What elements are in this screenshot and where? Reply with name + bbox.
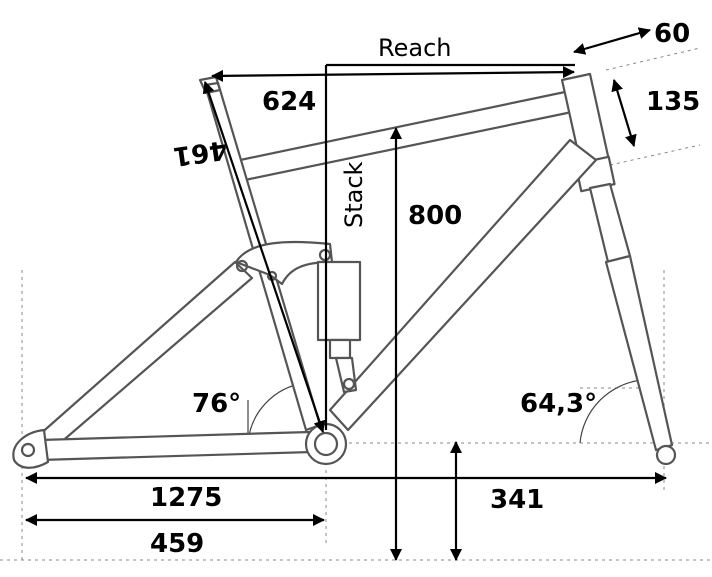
headtube-line [611, 79, 637, 147]
fork-lower [604, 254, 674, 452]
fork-upper [588, 182, 632, 264]
stem-line [573, 27, 651, 55]
seat-stay [36, 260, 254, 452]
stack-value: 800 [408, 201, 462, 231]
seat-angle: 76° [192, 389, 241, 419]
down-tube [328, 138, 598, 432]
stem-value: 60 [654, 19, 690, 49]
headtube-value: 135 [646, 87, 700, 117]
reach-title: Reach [378, 34, 451, 62]
top-value: 624 [262, 87, 316, 117]
wheelbase-value: 1275 [150, 483, 222, 513]
dimension-lines [25, 27, 667, 561]
bb-drop-value: 341 [490, 485, 544, 515]
labels: Reach 624 461 Stack 800 60 135 76° 64,3°… [150, 19, 700, 559]
chain-stay [38, 430, 314, 462]
seat-value: 461 [171, 134, 229, 171]
seat-line [202, 81, 326, 433]
front-dropout [655, 444, 677, 466]
top-line [211, 66, 575, 82]
rear-shock [316, 260, 362, 342]
chainstay-value: 459 [150, 529, 204, 559]
head-angle: 64,3° [520, 389, 597, 419]
stack-title: Stack [340, 161, 368, 228]
rear-dropout [12, 428, 50, 469]
